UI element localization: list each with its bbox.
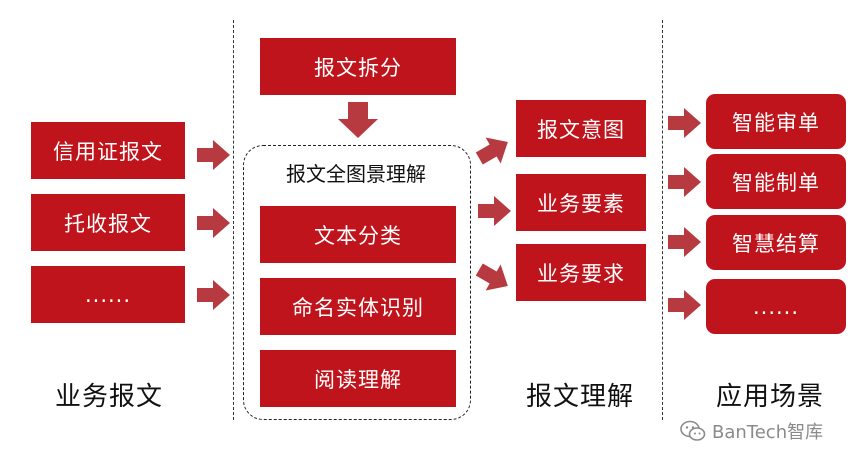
message-label: 信用证报文 (53, 139, 163, 164)
section-label-understanding: 报文理解 (525, 382, 634, 412)
arrow-right-icon (478, 196, 511, 226)
scenario-label: 智能制单 (732, 170, 820, 195)
arrow-up-right-icon (475, 137, 508, 165)
watermark-text: BanTech智库 (712, 422, 824, 443)
output-label: 业务要素 (537, 191, 625, 216)
message-label: ...... (84, 282, 132, 307)
message-label: 托收报文 (64, 211, 152, 236)
output-box-intent: 报文意图 (516, 100, 646, 157)
scenario-label: 智能审单 (732, 110, 820, 135)
wechat-icon (680, 420, 706, 441)
arrow-right-icon (197, 140, 230, 170)
message-box-lc: 信用证报文 (31, 122, 185, 179)
arrow-down-icon (338, 102, 378, 138)
arrow-down-right-icon (475, 263, 508, 291)
separator-line-1 (233, 20, 234, 420)
arrow-right-icon (668, 167, 701, 197)
scenario-label: ...... (752, 294, 800, 319)
split-label: 报文拆分 (314, 55, 402, 80)
message-box-collection: 托收报文 (31, 194, 185, 251)
arrow-right-icon (668, 227, 701, 257)
task-box-classification: 文本分类 (260, 206, 456, 263)
split-box: 报文拆分 (260, 38, 456, 95)
section-label-scenarios: 应用场景 (715, 382, 824, 412)
separator-line-2 (662, 20, 663, 420)
task-box-ner: 命名实体识别 (260, 278, 456, 335)
scenario-box-more: ...... (706, 279, 846, 334)
task-box-reading: 阅读理解 (260, 350, 456, 407)
understanding-group-title: 报文全图景理解 (286, 162, 426, 186)
arrow-right-icon (197, 208, 230, 238)
scenario-label: 智慧结算 (732, 231, 820, 256)
scenario-box-settlement: 智慧结算 (706, 215, 846, 270)
arrow-right-icon (197, 280, 230, 310)
understanding-group-frame (243, 145, 471, 420)
output-box-elements: 业务要素 (516, 174, 646, 231)
output-box-requirements: 业务要求 (516, 244, 646, 301)
section-label-messages: 业务报文 (54, 382, 163, 412)
task-label: 文本分类 (314, 223, 402, 248)
task-label: 阅读理解 (314, 367, 402, 392)
task-label: 命名实体识别 (292, 295, 424, 320)
scenario-box-drafting: 智能制单 (706, 154, 846, 209)
arrow-right-icon (668, 108, 701, 138)
arrow-right-icon (668, 290, 701, 320)
output-label: 报文意图 (537, 117, 625, 142)
scenario-box-review: 智能审单 (706, 94, 846, 149)
output-label: 业务要求 (537, 261, 625, 286)
message-box-more: ...... (31, 266, 185, 323)
watermark: BanTech智库 (680, 418, 823, 444)
